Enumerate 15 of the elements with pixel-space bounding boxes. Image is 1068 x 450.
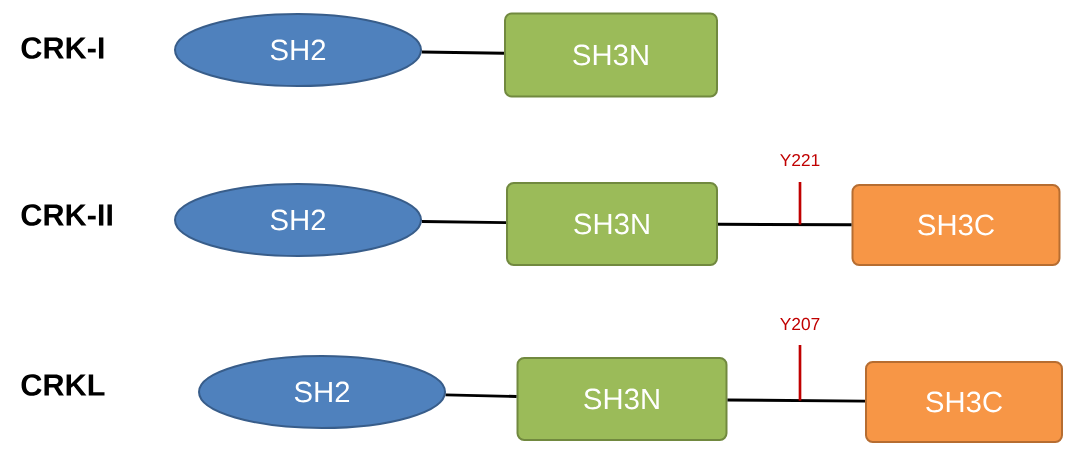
isoform-label: CRK-II (21, 204, 112, 226)
site-label: Y207 (780, 317, 820, 331)
linker-line (727, 398, 865, 403)
domain-box: SH3C (851, 184, 1061, 266)
domain-box: SH3N (504, 12, 718, 98)
domain-box: SH3N (506, 182, 718, 266)
linker-line (718, 222, 852, 227)
isoform-label: CRKL (21, 374, 105, 396)
isoform-label: CRK-I (21, 37, 104, 59)
site-label: Y221 (780, 153, 820, 167)
linker-line (421, 220, 507, 225)
linker-line (421, 50, 505, 55)
domain-box: SH3N (516, 357, 728, 441)
linker-line (445, 393, 517, 398)
domain-box: SH3C (865, 361, 1063, 443)
